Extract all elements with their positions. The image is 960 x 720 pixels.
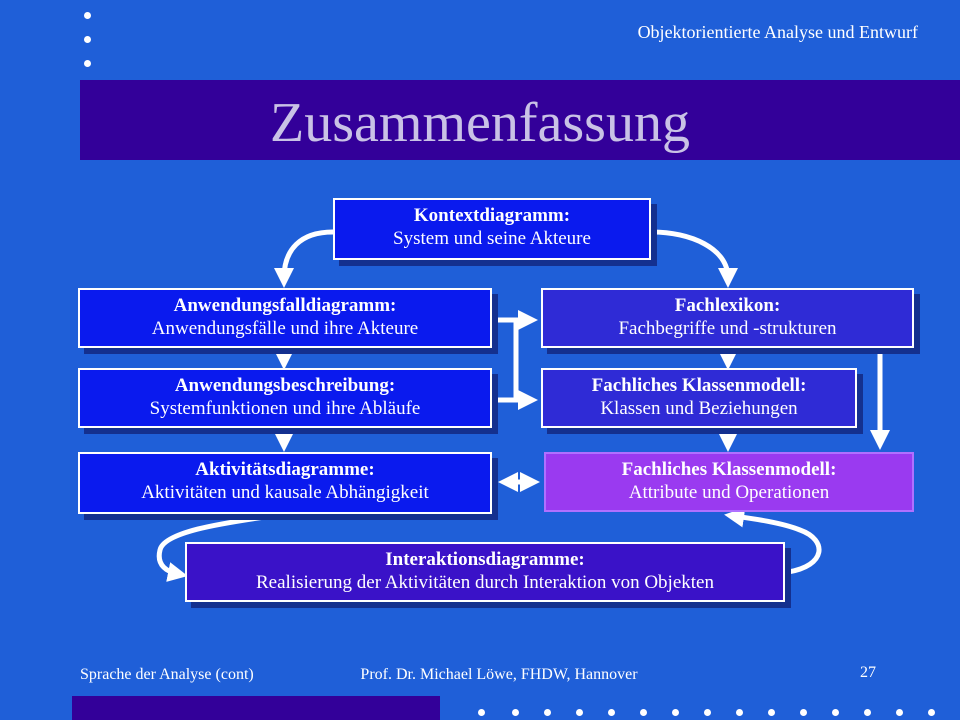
decor-dot: [640, 709, 647, 716]
box-klassenmodell-beziehungen-head: Fachliches Klassenmodell:: [591, 375, 807, 396]
slide-title: Zusammenfassung: [270, 92, 690, 154]
decor-dot: [672, 709, 679, 716]
box-anwendungsfalldiagramm: Anwendungsfalldiagramm: Anwendungsfälle …: [78, 288, 492, 348]
decor-dot: [896, 709, 903, 716]
decor-dot: [864, 709, 871, 716]
footer-left: Sprache der Analyse (cont): [80, 666, 254, 683]
decor-dot: [84, 60, 91, 67]
footer-bar: [72, 696, 440, 720]
decor-dot: [928, 709, 935, 716]
box-klassenmodell-attribute-sub: Attribute und Operationen: [628, 482, 830, 503]
box-kontextdiagramm: Kontextdiagramm: System und seine Akteur…: [333, 198, 651, 260]
arrow-kontext-anwendungsfall: [274, 229, 334, 288]
box-interaktionsdiagramme-sub: Realisierung der Aktivitäten durch Inter…: [256, 572, 714, 593]
decor-dot: [704, 709, 711, 716]
decor-dot: [84, 12, 91, 19]
box-kontextdiagramm-sub: System und seine Akteure: [393, 228, 591, 249]
box-anwendungsbeschreibung-sub: Systemfunktionen und ihre Abläufe: [149, 398, 421, 419]
box-anwendungsbeschreibung-head: Anwendungsbeschreibung:: [174, 375, 396, 396]
box-fachlexikon-sub: Fachbegriffe und -strukturen: [618, 318, 837, 339]
box-klassenmodell-attribute-head: Fachliches Klassenmodell:: [621, 459, 837, 480]
decor-dot: [512, 709, 519, 716]
box-anwendungsbeschreibung: Anwendungsbeschreibung: Systemfunktionen…: [78, 368, 492, 428]
decor-dot: [608, 709, 615, 716]
box-fachlexikon-head: Fachlexikon:: [674, 295, 781, 316]
decor-dot: [576, 709, 583, 716]
box-aktivitaetsdiagramme: Aktivitätsdiagramme: Aktivitäten und kau…: [78, 452, 492, 514]
decor-dot: [84, 36, 91, 43]
box-anwendungsfalldiagramm-head: Anwendungsfalldiagramm:: [173, 295, 397, 316]
decor-dot: [736, 709, 743, 716]
box-fachlexikon: Fachlexikon: Fachbegriffe und -strukture…: [541, 288, 914, 348]
decor-dot: [800, 709, 807, 716]
box-klassenmodell-attribute: Fachliches Klassenmodell: Attribute und …: [544, 452, 914, 512]
course-header: Objektorientierte Analyse und Entwurf: [637, 22, 918, 42]
decor-dot: [768, 709, 775, 716]
box-aktivitaetsdiagramme-sub: Aktivitäten und kausale Abhängigkeit: [141, 482, 429, 503]
bracket-left: [494, 317, 519, 403]
box-interaktionsdiagramme: Interaktionsdiagramme: Realisierung der …: [185, 542, 785, 602]
decor-dot: [544, 709, 551, 716]
box-kontextdiagramm-head: Kontextdiagramm:: [413, 205, 571, 226]
footer-center: Prof. Dr. Michael Löwe, FHDW, Hannover: [360, 666, 638, 683]
box-interaktionsdiagramme-head: Interaktionsdiagramme:: [385, 549, 585, 570]
arrow-aktivitaet-interaktion: [156, 511, 285, 582]
box-klassenmodell-beziehungen-sub: Klassen und Beziehungen: [600, 398, 798, 419]
box-klassenmodell-beziehungen: Fachliches Klassenmodell: Klassen und Be…: [541, 368, 857, 428]
decor-dot: [832, 709, 839, 716]
box-aktivitaetsdiagramme-head: Aktivitätsdiagramme:: [195, 459, 375, 480]
title-bar: [80, 80, 960, 160]
page-number: 27: [860, 664, 876, 681]
arrow-kontext-fachlexikon: [651, 229, 738, 288]
arrow-interaktion-klassenmodell: [724, 507, 822, 575]
box-anwendungsfalldiagramm-sub: Anwendungsfälle und ihre Akteure: [151, 318, 419, 339]
decor-dot: [478, 709, 485, 716]
